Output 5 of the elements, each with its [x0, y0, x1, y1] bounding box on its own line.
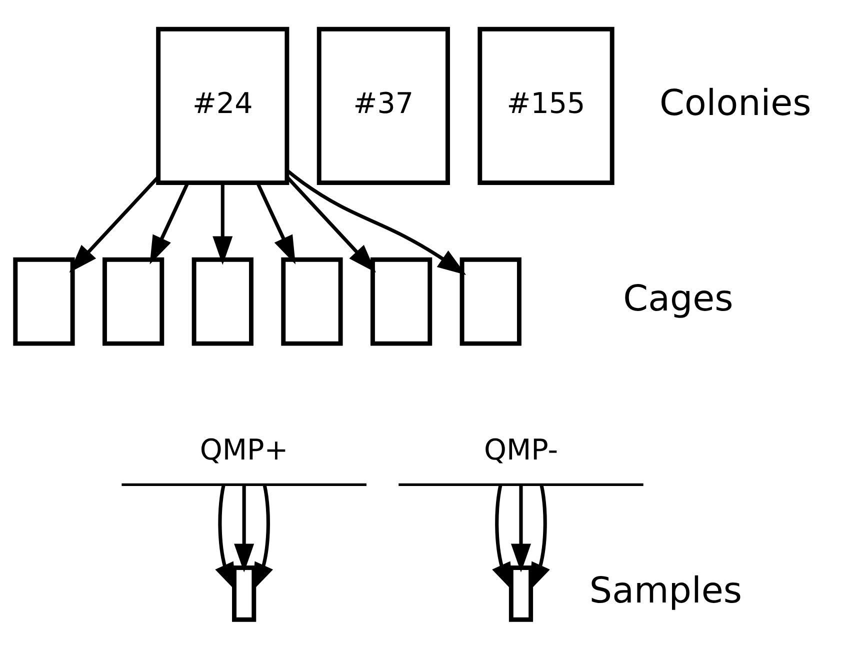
node-text: QMP-: [484, 432, 558, 466]
label: Samples: [589, 570, 742, 612]
node-text: QMP+: [200, 432, 288, 466]
label: Colonies: [660, 82, 812, 124]
label: Cages: [623, 278, 734, 320]
